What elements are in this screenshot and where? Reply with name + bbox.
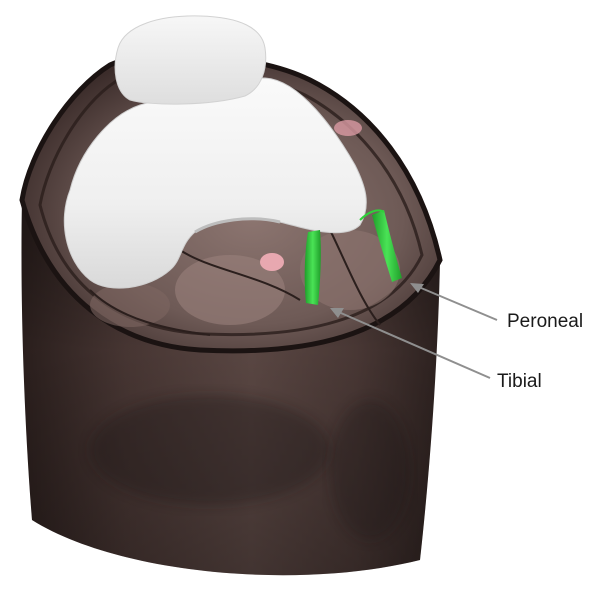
tibial-nerve xyxy=(305,230,321,305)
vessel-highlight xyxy=(334,120,362,136)
tibial-label: Tibial xyxy=(497,372,542,391)
patella-bone xyxy=(115,16,266,104)
tissue-dark-patch xyxy=(330,400,410,540)
peroneal-label: Peroneal xyxy=(507,312,583,331)
muscle-region xyxy=(90,283,170,327)
tissue-dark-patch xyxy=(90,395,330,505)
popliteal-vessel xyxy=(260,253,284,271)
